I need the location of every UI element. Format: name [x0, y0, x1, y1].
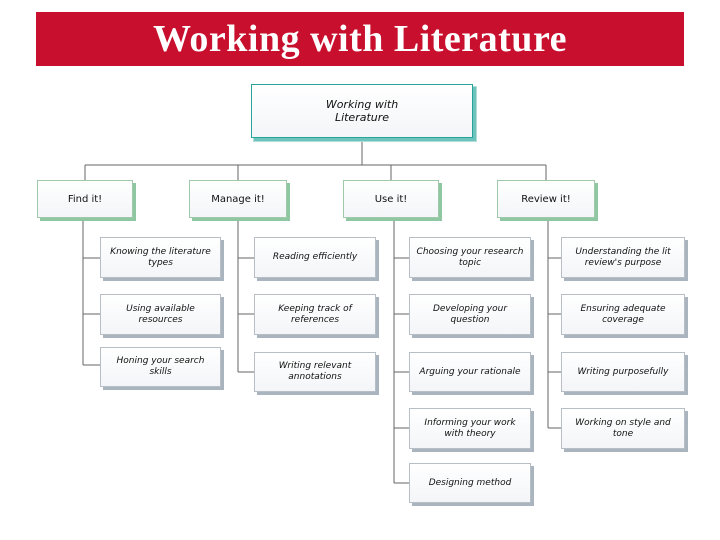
review-item: Designing method — [409, 463, 531, 503]
category-find: Find it! — [37, 180, 133, 218]
review-item: Working on style and tone — [561, 408, 685, 449]
review-item: Informing your work with theory — [409, 408, 531, 449]
review-item: Understanding the lit review's purpose — [561, 237, 685, 278]
use-item: Writing relevant annotations — [254, 352, 376, 392]
use-item: Reading efficiently — [254, 237, 376, 278]
review-item: Writing purposefully — [561, 352, 685, 392]
use-item: Keeping track of references — [254, 294, 376, 335]
review-item: Choosing your research topic — [409, 237, 531, 278]
manage-item: Honing your search skills — [100, 347, 221, 387]
review-item: Arguing your rationale — [409, 352, 531, 392]
manage-item: Knowing the literature types — [100, 237, 221, 278]
root-node: Working with Literature — [251, 84, 473, 138]
category-use: Use it! — [343, 180, 439, 218]
category-manage: Manage it! — [189, 180, 287, 218]
review-item: Ensuring adequate coverage — [561, 294, 685, 335]
manage-item: Using available resources — [100, 294, 221, 335]
page-title: Working with Literature — [36, 12, 684, 66]
category-review: Review it! — [497, 180, 595, 218]
review-item: Developing your question — [409, 294, 531, 335]
